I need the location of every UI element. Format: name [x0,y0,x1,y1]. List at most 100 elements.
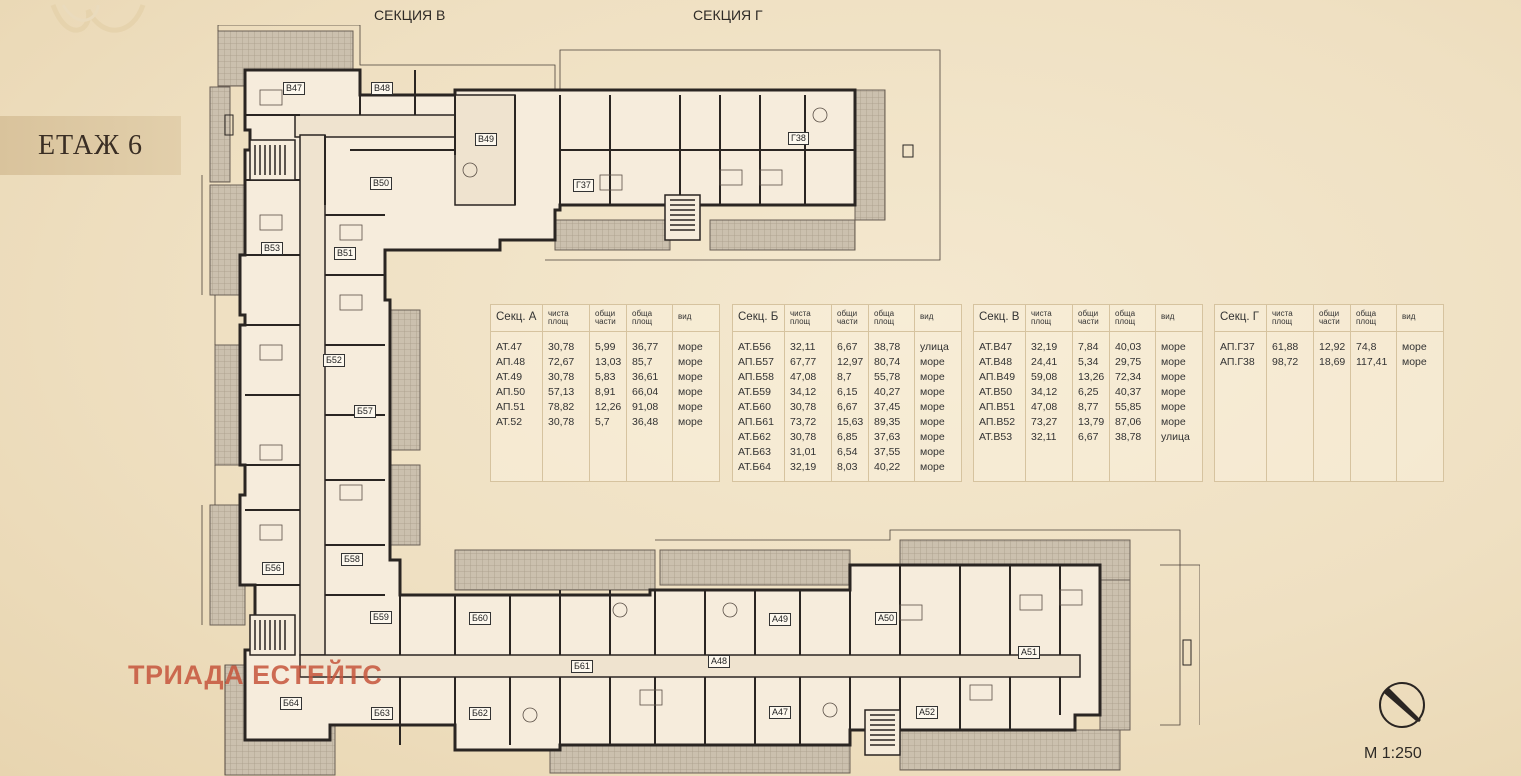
table-cell-ap: АП.51 [496,401,526,413]
table-cell-common: 5,99 [595,341,616,353]
table-cell-net: 32,11 [790,341,816,353]
section-g-label: СЕКЦИЯ Г [693,7,763,23]
table-cell-ap: АТ.Б64 [738,461,771,473]
table-cell-view: море [678,386,703,398]
unit-label-g37: Г37 [573,179,594,192]
header-net-line: чиста [548,309,569,318]
table-cell-ap: АТ.49 [496,371,523,383]
unit-label-b57: Б57 [354,405,376,418]
table-cell-total: 55,78 [874,371,901,383]
table-cell-view: море [920,401,945,413]
table-cell-view: море [920,446,945,458]
header-sec: Секц. В [974,305,1026,331]
header-net-line: чиста [1031,309,1052,318]
table-cell-view: улица [1161,431,1190,443]
table-cell-net: 47,08 [790,371,817,383]
header-sec: Секц. Г [1215,305,1267,331]
table-cell-total: 85,7 [632,356,653,368]
table-cell-total: 74,8 [1356,341,1377,353]
unit-label-a50: А50 [875,612,898,625]
unit-label-a49: А49 [769,613,792,626]
table-cell-common: 15,63 [837,416,864,428]
table-cell-view: море [1402,356,1427,368]
section-v-label: СЕКЦИЯ В [374,7,446,23]
header-total-line: обща [632,309,653,318]
unit-label-a47: А47 [769,706,792,719]
floor-plan [201,25,1200,776]
table-cell-view: море [1161,371,1186,383]
unit-label-a52: А52 [916,706,939,719]
header-common-line: части [1319,317,1340,326]
table-cell-common: 5,83 [595,371,616,383]
table-cell-ap: АТ.В53 [979,431,1013,443]
header-common-line: части [595,317,616,326]
table-cell-net: 47,08 [1031,401,1058,413]
stairwells [249,139,901,756]
unit-label-b62: Б62 [469,707,491,720]
table-cell-total: 38,78 [874,341,901,353]
table-cell-ap: АП.Г37 [1220,341,1255,353]
table-cell-view: море [678,416,703,428]
unit-label-b60: Б60 [469,612,491,625]
table-cell-net: 30,78 [548,416,575,428]
table-cell-view: море [1161,416,1186,428]
table-cell-ap: АП.Г38 [1220,356,1255,368]
unit-label-b53: В53 [261,242,284,255]
header-total-line: площ [1115,317,1136,326]
table-cell-ap: АП.Б58 [738,371,774,383]
header-sec: Секц. Б [733,305,785,331]
table-cell-ap: АП.50 [496,386,526,398]
header-net-line: чиста [790,309,811,318]
table-cell-common: 13,26 [1078,371,1105,383]
furniture [259,89,1083,723]
table-cell-ap: АП.48 [496,356,526,368]
unit-label-b52: Б52 [323,354,345,367]
table-cell-common: 13,79 [1078,416,1105,428]
corridors [294,94,1081,678]
unit-label-b56: Б56 [262,562,284,575]
table-cell-common: 6,67 [837,341,858,353]
header-view: вид [1402,312,1416,321]
header-view: вид [1161,312,1175,321]
unit-label-b59: Б59 [370,611,392,624]
header-view: вид [678,312,692,321]
header-total-line: площ [874,317,895,326]
table-cell-view: море [920,356,945,368]
table-cell-ap: АТ.Б56 [738,341,771,353]
table-cell-view: море [1402,341,1427,353]
table-cell-view: море [678,371,703,383]
table-cell-net: 32,11 [1031,431,1057,443]
table-cell-total: 29,75 [1115,356,1142,368]
table-cell-ap: АП.Б61 [738,416,774,428]
table-cell-view: море [678,341,703,353]
table-cell-common: 6,67 [1078,431,1099,443]
table-cell-ap: АП.Б57 [738,356,774,368]
unit-label-b51: В51 [334,247,357,260]
table-cell-total: 36,77 [632,341,659,353]
table-cell-total: 80,74 [874,356,901,368]
table-cell-ap: АТ.В47 [979,341,1013,353]
header-total-line: обща [874,309,895,318]
table-cell-total: 40,27 [874,386,901,398]
table-cell-total: 40,22 [874,461,901,473]
